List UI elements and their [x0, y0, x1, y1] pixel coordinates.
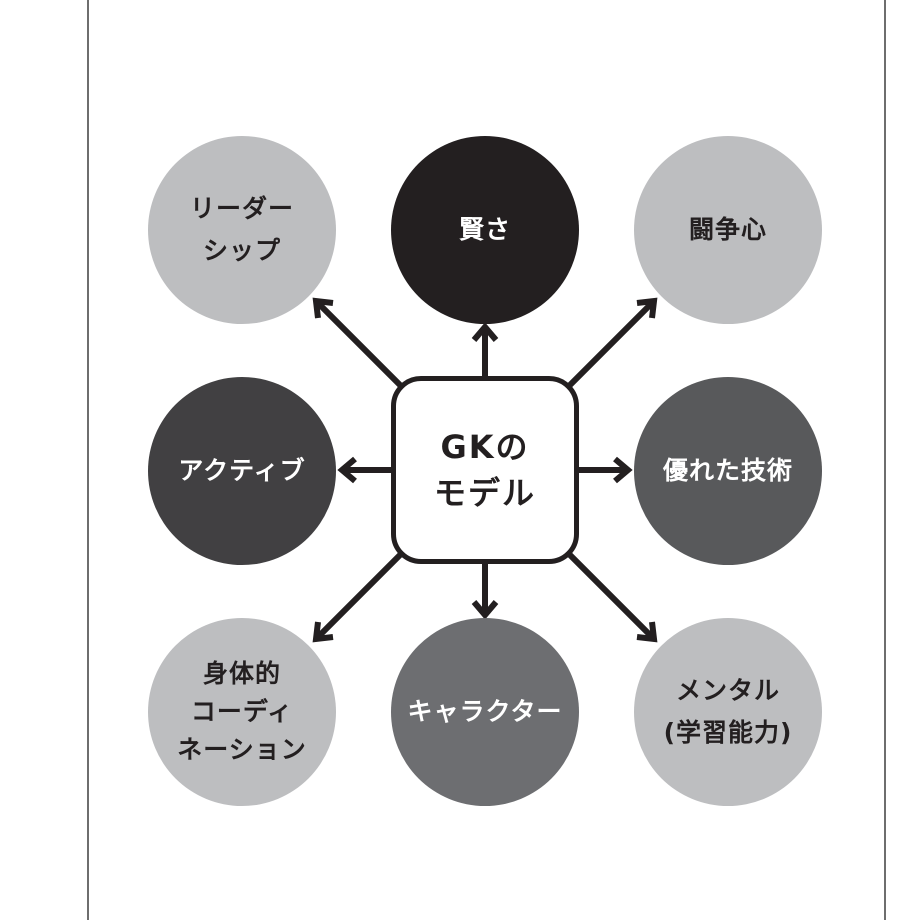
node-character: キャラクター — [391, 618, 579, 806]
node-kashikosa: 賢さ — [391, 136, 579, 324]
arrow-down — [471, 564, 499, 620]
arrow-right — [579, 456, 633, 484]
node-leadership: リーダー シップ — [148, 136, 336, 324]
frame-right-border — [884, 0, 886, 920]
node-skill-label: 優れた技術 — [662, 456, 793, 485]
node-tososhin: 闘争心 — [634, 136, 822, 324]
frame-left-border — [87, 0, 89, 920]
node-tososhin-label: 闘争心 — [688, 215, 767, 244]
node-mental: メンタル (学習能力) — [634, 618, 822, 806]
arrow-down-right — [567, 552, 658, 643]
arrow-left — [337, 456, 391, 484]
arrow-up-right — [567, 297, 658, 388]
arrow-down-left — [312, 552, 403, 643]
node-character-label: キャラクター — [407, 697, 563, 726]
node-kashikosa-label: 賢さ — [458, 215, 511, 244]
node-active-label: アクティブ — [178, 456, 306, 485]
node-mental-label: メンタル (学習能力) — [663, 676, 793, 747]
node-physical-coordination-label: 身体的 コーディ ネーション — [177, 659, 307, 764]
node-skill: 優れた技術 — [634, 377, 822, 565]
center-gk-model: GKの モデル — [391, 376, 579, 564]
arrow-up — [471, 322, 499, 376]
node-active: アクティブ — [148, 377, 336, 565]
node-leadership-label: リーダー シップ — [189, 194, 294, 265]
node-physical-coordination: 身体的 コーディ ネーション — [148, 618, 336, 806]
center-gk-model-label: GKの モデル — [433, 428, 536, 512]
arrow-up-left — [312, 297, 403, 388]
